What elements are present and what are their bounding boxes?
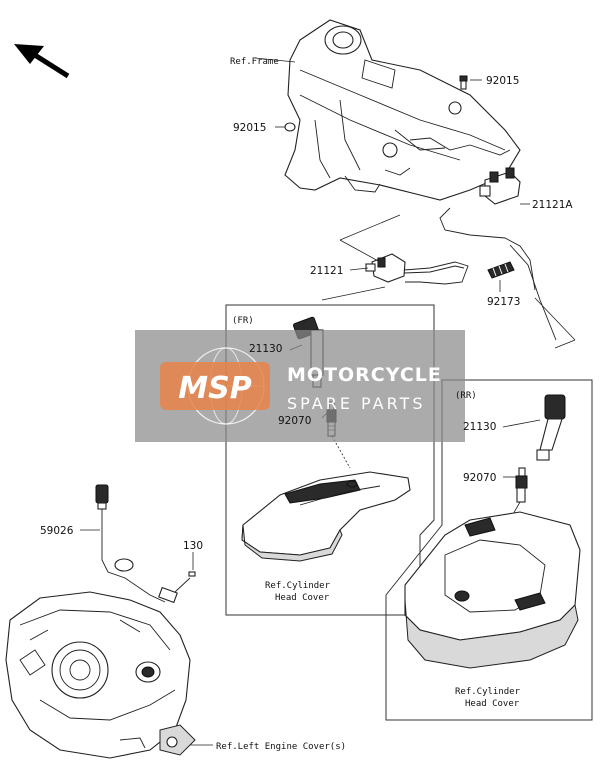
watermark-logo: MSP [178, 371, 251, 406]
rear-head-ref-line2: Head Cover [465, 699, 520, 709]
stick-coil-21130-rear [536, 394, 566, 461]
rear-head-cover-drawing [404, 511, 581, 669]
part-92070-rear: 92070 [463, 472, 496, 484]
part-92015-top: 92015 [486, 75, 519, 87]
bolt-92015-top [459, 75, 468, 90]
arrow-up-left-icon [14, 44, 70, 79]
sensor-59026-drawing [95, 484, 196, 604]
front-cylinder-box [225, 304, 435, 616]
ignition-coil-21121a [479, 167, 521, 205]
frame-drawing [284, 19, 521, 201]
part-21130-front: 21130 [249, 343, 282, 355]
bolt-92015-left [284, 122, 296, 132]
part-21121: 21121 [310, 265, 343, 277]
rear-cylinder-box [385, 379, 593, 721]
front-head-ref-line2: Head Cover [275, 593, 330, 603]
part-92070-front: 92070 [278, 415, 311, 427]
watermark-title: MOTORCYCLE [287, 364, 442, 386]
part-130: 130 [183, 540, 203, 552]
group-front-label: (FR) [232, 316, 254, 326]
part-21121a: 21121A [532, 199, 573, 211]
grommet-92173 [487, 261, 515, 279]
watermark-logo-badge [160, 362, 270, 410]
ref-frame-label: Ref.Frame [230, 57, 279, 67]
part-59026: 59026 [40, 525, 74, 537]
front-head-cover-drawing [241, 471, 411, 562]
part-92173: 92173 [487, 296, 520, 308]
watermark: MSP MOTORCYCLE SPARE PARTS [135, 330, 465, 442]
watermark-subtitle: SPARE PARTS [287, 394, 426, 413]
ignition-coil-21121 [365, 253, 469, 285]
engine-cover-drawing [5, 591, 196, 759]
front-head-ref-line1: Ref.Cylinder [265, 581, 331, 591]
part-92015-left: 92015 [233, 122, 266, 134]
engine-cover-ref: Ref.Left Engine Cover(s) [216, 742, 346, 752]
part-21130-rear: 21130 [463, 421, 496, 433]
rear-head-ref-line1: Ref.Cylinder [455, 687, 521, 697]
group-rear-label: (RR) [455, 391, 477, 401]
